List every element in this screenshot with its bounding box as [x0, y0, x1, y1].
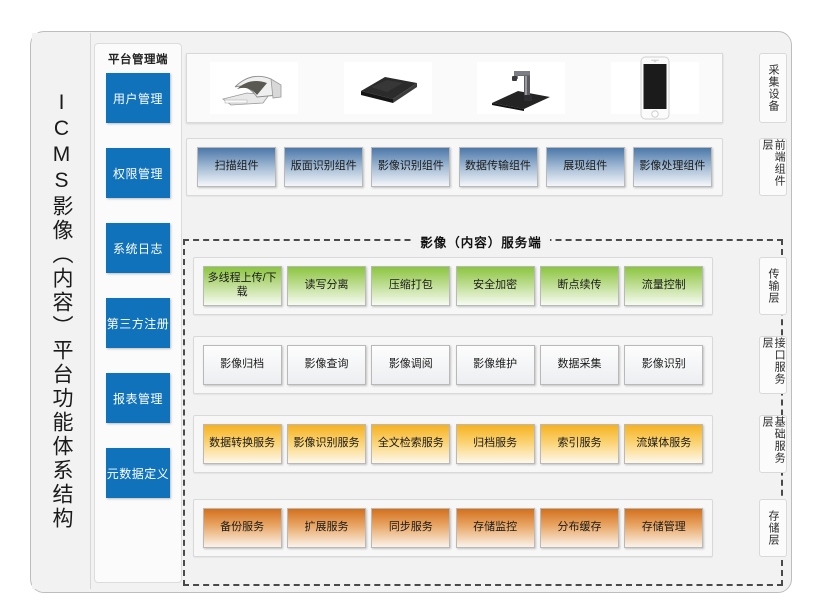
- diagram-title-column: ICMS影像（内容）平台功能体系结构: [32, 33, 91, 589]
- component-box[interactable]: 断点续传: [539, 266, 619, 306]
- component-box[interactable]: 展现组件: [545, 147, 625, 187]
- diagram-frame: ICMS影像（内容）平台功能体系结构 平台管理端 用户管理 权限管理 系统日志 …: [30, 31, 792, 593]
- component-box[interactable]: 版面识别组件: [284, 147, 364, 187]
- component-box[interactable]: 影像归档: [202, 345, 282, 385]
- component-box[interactable]: 备份服务: [202, 508, 282, 548]
- acquisition-device-row: [186, 53, 723, 123]
- component-box[interactable]: 数据传输组件: [458, 147, 538, 187]
- document-camera-icon: [492, 71, 551, 111]
- component-box[interactable]: 分布缓存: [539, 508, 619, 548]
- layer-label-transport: 传输层: [759, 257, 787, 315]
- layer-row-basic-service: 数据转换服务 影像识别服务 全文检索服务 归档服务 索引服务 流媒体服务: [193, 415, 713, 473]
- scanner-device-icon: [221, 75, 282, 106]
- sidebar-item-metadata-definition[interactable]: 元数据定义: [106, 448, 170, 498]
- component-box[interactable]: 压缩打包: [371, 266, 451, 306]
- sidebar-item-permission-management[interactable]: 权限管理: [106, 148, 170, 198]
- component-box[interactable]: 影像查询: [286, 345, 366, 385]
- sidebar-item-report-management[interactable]: 报表管理: [106, 373, 170, 423]
- component-box[interactable]: 影像维护: [455, 345, 535, 385]
- layer-label-interface-service: 接口服务层: [759, 336, 787, 394]
- component-box[interactable]: 流量控制: [624, 266, 704, 306]
- layer-row-frontend-component: 扫描组件 版面识别组件 影像识别组件 数据传输组件 展现组件 影像处理组件: [186, 138, 723, 196]
- page-title: ICMS影像（内容）平台功能体系结构: [50, 91, 74, 531]
- component-box[interactable]: 影像识别: [624, 345, 704, 385]
- layer-row-transport: 多线程上传/下载 读写分离 压缩打包 安全加密 断点续传 流量控制: [193, 257, 713, 315]
- component-box[interactable]: 扩展服务: [286, 508, 366, 548]
- component-box[interactable]: 索引服务: [539, 424, 619, 464]
- layer-row-interface-service: 影像归档 影像查询 影像调阅 影像维护 数据采集 影像识别: [193, 336, 713, 394]
- component-box[interactable]: 数据采集: [539, 345, 619, 385]
- component-box[interactable]: 影像识别服务: [286, 424, 366, 464]
- layer-label-frontend-component: 前端组件层: [759, 138, 787, 196]
- component-box[interactable]: 影像调阅: [371, 345, 451, 385]
- component-box[interactable]: 流媒体服务: [624, 424, 704, 464]
- sidebar-item-third-party-registration[interactable]: 第三方注册: [106, 298, 170, 348]
- layer-row-storage: 备份服务 扩展服务 同步服务 存储监控 分布缓存 存储管理: [193, 499, 713, 557]
- sidebar-item-system-log[interactable]: 系统日志: [106, 223, 170, 273]
- component-box[interactable]: 同步服务: [371, 508, 451, 548]
- platform-admin-panel: 平台管理端 用户管理 权限管理 系统日志 第三方注册 报表管理 元数据定义: [94, 43, 182, 583]
- component-box[interactable]: 存储监控: [455, 508, 535, 548]
- component-box[interactable]: 存储管理: [624, 508, 704, 548]
- component-box[interactable]: 数据转换服务: [202, 424, 282, 464]
- component-box[interactable]: 归档服务: [455, 424, 535, 464]
- device-item-flatbed-scanner: [343, 62, 432, 114]
- device-item-scanner: [209, 62, 298, 114]
- component-box[interactable]: 安全加密: [455, 266, 535, 306]
- server-section-title: 影像（内容）服务端: [183, 232, 779, 251]
- component-box[interactable]: 影像处理组件: [632, 147, 712, 187]
- device-item-document-camera: [477, 62, 566, 114]
- sidebar-item-user-management[interactable]: 用户管理: [106, 73, 170, 123]
- layer-label-acquisition: 采集设备: [759, 53, 787, 123]
- component-box[interactable]: 扫描组件: [197, 147, 277, 187]
- smartphone-icon: [640, 56, 670, 120]
- component-box[interactable]: 全文检索服务: [371, 424, 451, 464]
- device-item-smartphone: [611, 56, 700, 120]
- flatbed-scanner-icon: [360, 77, 417, 103]
- layer-label-storage: 存储层: [759, 499, 787, 557]
- layer-label-basic-service: 基础服务层: [759, 415, 787, 473]
- component-box[interactable]: 多线程上传/下载: [202, 266, 282, 306]
- component-box[interactable]: 读写分离: [286, 266, 366, 306]
- platform-admin-title: 平台管理端: [108, 54, 168, 66]
- component-box[interactable]: 影像识别组件: [371, 147, 451, 187]
